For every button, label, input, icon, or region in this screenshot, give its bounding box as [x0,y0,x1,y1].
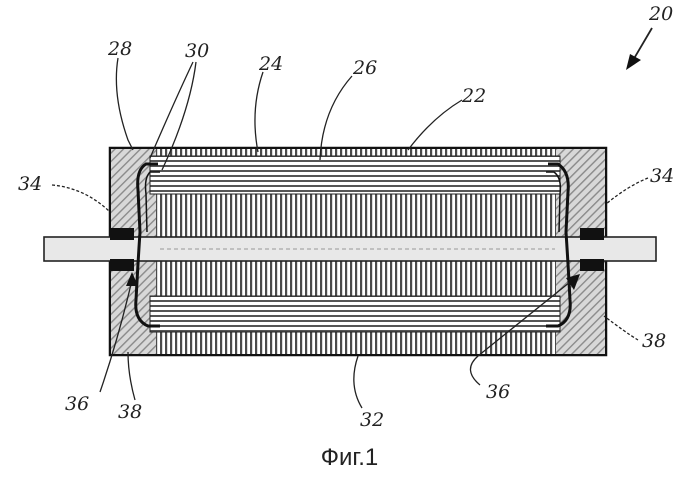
label-34-left: 34 [18,173,42,195]
leader-28 [116,58,133,150]
label-36-left: 36 [65,393,89,415]
bottom-layers [150,296,560,332]
label-20: 20 [648,3,673,25]
label-22: 22 [461,85,486,107]
arrow-20-head [626,54,641,70]
leader-22 [408,100,462,150]
seal-right-top [580,228,604,240]
leader-38-right [604,316,638,340]
top-layers [150,156,560,194]
seal-left-top [110,228,134,240]
leader-34-left [52,185,110,212]
figure-caption: Фиг.1 [0,444,699,472]
label-34-right: 34 [650,165,674,187]
seal-left-bottom [110,259,134,271]
label-38-left: 38 [118,401,142,423]
leader-30a [150,62,193,158]
label-32: 32 [360,409,384,431]
label-24: 24 [258,53,283,75]
seal-right-bottom [580,259,604,271]
label-28: 28 [107,38,132,60]
leader-32 [354,356,362,408]
label-26: 26 [352,57,377,79]
leader-24 [255,72,263,152]
label-36-right: 36 [486,381,510,403]
leader-38-left [128,352,135,400]
label-38-right: 38 [642,330,666,352]
label-30: 30 [185,40,209,62]
leader-34-right [606,178,648,204]
